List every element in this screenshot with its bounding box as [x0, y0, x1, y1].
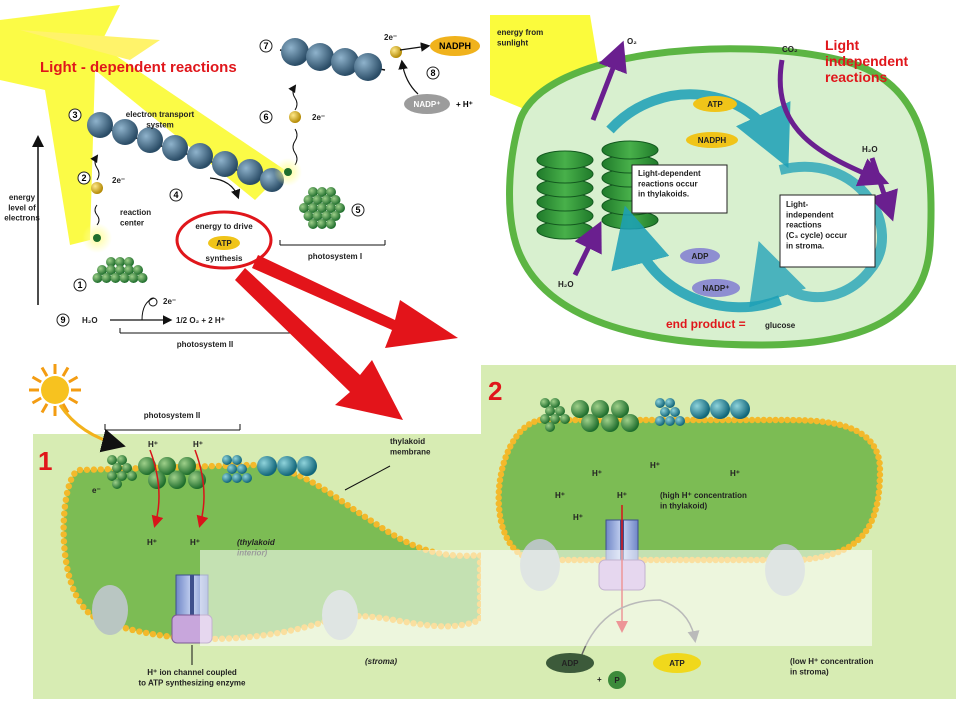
- phosphate-badge: [608, 671, 626, 689]
- psii-complex-panel2: [540, 398, 750, 432]
- svg-text:H⁺: H⁺: [730, 469, 740, 478]
- thylakoid-membrane-2: [498, 420, 880, 560]
- nadp-label: NADP⁺: [414, 100, 441, 109]
- adp-badge-2: [546, 653, 594, 673]
- upper-electron-chain: [279, 38, 431, 81]
- panel-1-number: 1: [38, 446, 52, 476]
- svg-text:5: 5: [355, 205, 360, 215]
- electron-transport-chain: [87, 112, 284, 192]
- light-dependent-panel: Light - dependent reactions 3 2 1 4 5 6 …: [0, 5, 480, 349]
- photosystem-ii-cluster: [92, 257, 148, 283]
- nadph-label: NADPH: [439, 41, 471, 51]
- adp-badge-top: [680, 248, 720, 264]
- h2o-top-label: H₂O: [862, 145, 878, 154]
- svg-text:H⁺: H⁺: [555, 491, 565, 500]
- end-product-label: end product =: [666, 317, 746, 331]
- svg-text:ATP: ATP: [707, 100, 723, 109]
- nadp-badge-top: [692, 279, 740, 297]
- h-plus-1a: H⁺: [148, 440, 158, 449]
- svg-text:7: 7: [263, 41, 268, 51]
- e-label-upper: 2e⁻: [384, 33, 397, 42]
- svg-text:ATP: ATP: [669, 659, 685, 668]
- photosystem-ii-label-1: photosystem II: [144, 411, 200, 420]
- energy-to-drive-label: energy to drive: [195, 222, 253, 231]
- atp-badge-2: [653, 653, 701, 673]
- nadph-badge: [430, 36, 480, 56]
- svg-text:H⁺: H⁺: [573, 513, 583, 522]
- title-light-dependent: Light - dependent reactions: [40, 59, 237, 76]
- photosystem-i-cluster: [299, 187, 345, 229]
- svg-text:1: 1: [77, 280, 82, 290]
- oxygen-equation: 1/2 O₂ + 2 H⁺: [176, 316, 225, 325]
- svg-text:2: 2: [81, 173, 86, 183]
- svg-text:ADP: ADP: [562, 659, 580, 668]
- svg-text:ATP: ATP: [216, 239, 232, 248]
- svg-text:6: 6: [263, 112, 268, 122]
- svg-text:2e⁻: 2e⁻: [312, 113, 325, 122]
- sunlight-rays: [0, 5, 285, 245]
- svg-text:3: 3: [72, 110, 77, 120]
- svg-text:H⁺: H⁺: [617, 491, 627, 500]
- h-plus-1b: H⁺: [193, 440, 203, 449]
- svg-text:P: P: [614, 676, 620, 685]
- co2-label: CO₂: [782, 45, 798, 54]
- svg-text:4: 4: [173, 190, 178, 200]
- glucose-label: glucose: [765, 321, 796, 330]
- step-markers: 3 2 1 4 5 6 7 8 9: [56, 39, 440, 327]
- photosystem-ii-label: photosystem II: [177, 340, 233, 349]
- svg-text:2e⁻: 2e⁻: [112, 176, 125, 185]
- panel-2-thylakoid: 2 H⁺ H⁺ H⁺ H⁺ H⁺ H⁺ (high H⁺ concentrati…: [481, 365, 956, 699]
- h2o-bottom-label: H₂O: [558, 280, 574, 289]
- photosystem-i-label: photosystem I: [308, 252, 362, 261]
- thylakoid-box: [631, 164, 728, 214]
- svg-text:+: +: [597, 675, 602, 684]
- svg-text:NADP⁺: NADP⁺: [703, 284, 730, 293]
- o2-label: O₂: [627, 37, 637, 46]
- svg-text:NADPH: NADPH: [698, 136, 727, 145]
- sun-icon: [29, 364, 81, 416]
- h-plus-1c: H⁺: [147, 538, 157, 547]
- panel-2-number: 2: [488, 376, 502, 406]
- stroma-box: [779, 194, 876, 268]
- psii-complex-panel1: [107, 455, 317, 489]
- stroma-label-1: (stroma): [365, 657, 397, 666]
- atp-badge-top: [693, 96, 737, 112]
- electron-label-1: e⁻: [92, 486, 101, 495]
- nadph-badge-top: [686, 132, 738, 148]
- svg-text:ADP: ADP: [692, 252, 710, 261]
- h-plus-label: + H⁺: [456, 100, 473, 109]
- red-pointer-arrows: [235, 255, 458, 420]
- svg-text:8: 8: [430, 68, 435, 78]
- nadp-badge: [404, 94, 450, 114]
- svg-text:H⁺: H⁺: [592, 469, 602, 478]
- svg-text:9: 9: [60, 315, 65, 325]
- svg-text:2e⁻: 2e⁻: [163, 297, 176, 306]
- svg-text:H⁺: H⁺: [650, 461, 660, 470]
- overlay-box: [200, 550, 872, 646]
- h2o-label: H₂O: [82, 316, 98, 325]
- svg-text:synthesis: synthesis: [206, 254, 243, 263]
- h-plus-1d: H⁺: [190, 538, 200, 547]
